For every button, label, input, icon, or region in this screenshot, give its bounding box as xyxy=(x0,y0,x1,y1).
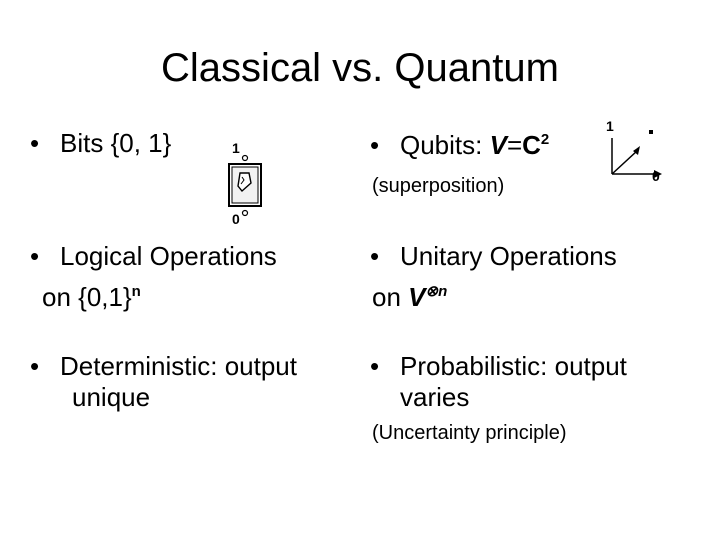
logical-ops-domain: on {0,1} xyxy=(42,282,132,312)
vector-label-one: 1 xyxy=(606,118,614,134)
bullet-glyph: • xyxy=(370,241,380,271)
tensor-product-symbol: ⊗ xyxy=(425,283,439,300)
probabilistic-line2: varies xyxy=(400,382,470,412)
unitary-ops-line2: on V⊗n xyxy=(372,282,447,312)
light-switch-icon xyxy=(228,154,262,217)
qubit-vector-diagram xyxy=(611,130,662,178)
bullet-glyph: • xyxy=(30,241,40,271)
logical-ops-line2: on {0,1}n xyxy=(42,282,141,312)
bits-text: Bits {0, 1} xyxy=(60,128,172,158)
bullet-glyph: • xyxy=(30,128,40,158)
logical-ops-text: Logical Operations xyxy=(60,241,277,271)
unitary-ops-text: Unitary Operations xyxy=(400,241,617,271)
deterministic-line1: • Deterministic: output xyxy=(30,351,297,381)
qubits-exp: 2 xyxy=(540,131,550,148)
qubits-eq: = xyxy=(506,130,523,160)
bullet-glyph: • xyxy=(370,130,380,160)
switch-label-on: 1 xyxy=(232,140,240,156)
deterministic-text: Deterministic: output xyxy=(60,351,297,381)
unitary-ops-exponent: n xyxy=(438,283,448,300)
bits-bullet: • Bits {0, 1} xyxy=(30,128,171,158)
slide-title: Classical vs. Quantum xyxy=(161,46,559,90)
deterministic-line2: unique xyxy=(72,382,151,412)
qubits-c: C xyxy=(522,130,541,160)
probabilistic-line1: • Probabilistic: output xyxy=(370,351,627,381)
superposition-note: (superposition) xyxy=(372,175,505,197)
unitary-ops-v: V xyxy=(408,282,426,312)
unitary-ops-line1: • Unitary Operations xyxy=(370,241,617,271)
switch-label-off: 0 xyxy=(232,211,240,227)
vector-label-zero: 0 xyxy=(652,168,660,184)
qubits-v: V xyxy=(489,130,507,160)
bullet-glyph: • xyxy=(30,351,40,381)
bullet-glyph: • xyxy=(370,351,380,381)
unitary-ops-prefix: on xyxy=(372,282,409,312)
logical-ops-line1: • Logical Operations xyxy=(30,241,277,271)
uncertainty-note: (Uncertainty principle) xyxy=(372,422,567,444)
qubits-text: Qubits: xyxy=(400,130,490,160)
probabilistic-text: Probabilistic: output xyxy=(400,351,627,381)
qubits-bullet: • Qubits: V=C2 xyxy=(370,130,549,160)
logical-ops-exponent: n xyxy=(131,283,141,300)
